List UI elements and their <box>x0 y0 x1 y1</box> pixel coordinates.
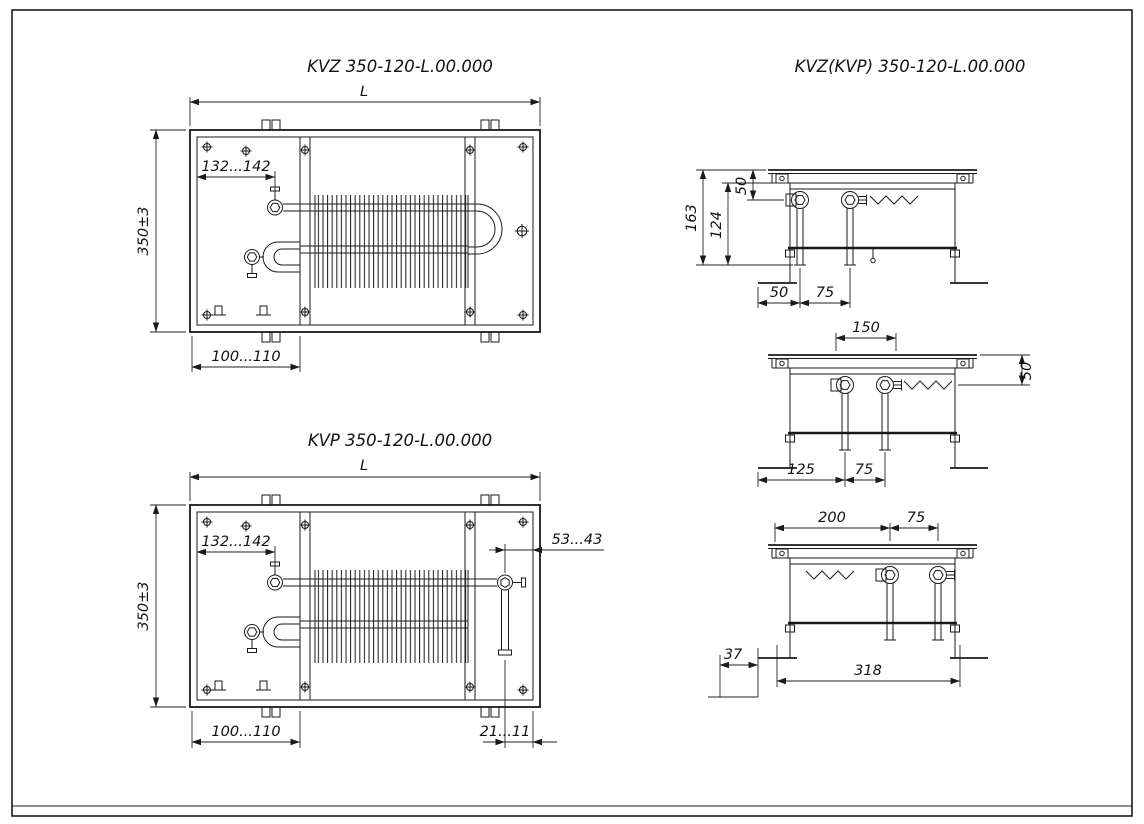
return-valve <box>244 624 260 653</box>
valve-b <box>929 566 955 584</box>
valve-a <box>785 191 809 209</box>
s1-bottom-b-label: 75 <box>816 285 834 301</box>
sections-title: KVZ(KVP) 350-120-L.00.000 <box>795 57 1026 76</box>
valve-a <box>875 566 899 584</box>
connection-pipe <box>843 208 857 266</box>
screw-mark <box>464 144 476 156</box>
s1-bottom-a-label: 50 <box>770 285 788 301</box>
s3-bottom-b-label: 318 <box>854 663 882 679</box>
kvz-dim-height-label: 350±3 <box>136 206 152 255</box>
section-1: 163 124 50 50 75 <box>684 168 990 308</box>
screw-mark <box>514 223 530 239</box>
section-chassis <box>756 543 990 660</box>
kvp-dim-length-label: L <box>360 458 368 474</box>
s3-bottom-a-label: 37 <box>724 647 743 663</box>
valve-b <box>876 376 902 394</box>
anchor-bracket <box>255 680 272 691</box>
s2-bottom-b-label: 75 <box>855 462 873 478</box>
kvp-dim-right-label: 53...43 <box>552 532 603 548</box>
section-2: 150 50 125 75 <box>756 320 1035 487</box>
kvz-heat-exchanger <box>244 186 503 288</box>
connection-pipe <box>838 393 852 451</box>
mounting-tab <box>480 494 500 506</box>
screw-mark <box>517 141 529 153</box>
screw-mark <box>464 306 476 318</box>
anchor-bracket <box>210 680 227 691</box>
screw-mark <box>299 681 311 693</box>
kvz-dim-bottom-label: 100...110 <box>211 349 280 365</box>
screw-mark <box>299 144 311 156</box>
screw-mark <box>464 681 476 693</box>
s1-depth-body-label: 124 <box>709 211 725 239</box>
screw-mark <box>517 516 529 528</box>
mounting-tab <box>261 119 281 131</box>
section-chassis <box>756 353 990 470</box>
kvp-dim-bottom-right-label: 21...11 <box>480 724 531 740</box>
mounting-tab <box>261 706 281 718</box>
mounting-tab <box>261 331 281 343</box>
fin-block <box>315 570 468 663</box>
anchor-bracket <box>255 305 272 316</box>
mounting-tab <box>480 331 500 343</box>
section-chassis <box>756 168 990 285</box>
connection-pipe <box>931 583 945 641</box>
kvz-dim-inlet-label: 132...142 <box>201 159 270 175</box>
screw-mark <box>201 684 213 696</box>
kvp-dim-bottom-label: 100...110 <box>211 724 280 740</box>
screw-mark <box>240 520 252 532</box>
side-valve <box>497 574 526 591</box>
screw-mark <box>201 141 213 153</box>
sheet-frame <box>11 9 1133 817</box>
casing-wave <box>805 570 855 580</box>
casing-wave <box>903 380 953 390</box>
mounting-tab <box>261 494 281 506</box>
kvp-title: KVP 350-120-L.00.000 <box>308 431 492 450</box>
section-3-dimensions: 200 75 37 318 <box>708 510 961 698</box>
mounting-tab <box>480 119 500 131</box>
s3-top-b-label: 75 <box>907 510 925 526</box>
kvp-dimensions: L 350±3 132...142 53...43 100...110 21..… <box>136 458 604 748</box>
screw-mark <box>201 309 213 321</box>
connection-pipe <box>878 393 892 451</box>
valve-b <box>841 191 867 209</box>
anchor-bracket <box>210 305 227 316</box>
screw-mark <box>240 145 252 157</box>
s2-bottom-a-label: 125 <box>787 462 815 478</box>
screw-mark <box>517 684 529 696</box>
screw-mark <box>201 516 213 528</box>
kvp-body <box>189 494 541 718</box>
kvp-dim-height-label: 350±3 <box>136 581 152 630</box>
kvp-plan-view: KVP 350-120-L.00.000 <box>136 431 604 748</box>
fin-block <box>315 195 468 288</box>
kvz-dim-length-label: L <box>360 84 368 100</box>
return-valve <box>244 249 260 278</box>
section-1-dimensions: 163 124 50 50 75 <box>684 169 851 308</box>
valve-a <box>830 376 854 394</box>
s2-right-offset-label: 50 <box>1019 362 1035 380</box>
kvz-plan-view: KVZ 350-120-L.00.000 <box>136 57 541 372</box>
section-views: KVZ(KVP) 350-120-L.00.000 163 124 50 <box>684 57 1035 698</box>
s3-top-a-label: 200 <box>818 510 846 526</box>
s2-top-span-label: 150 <box>852 320 880 336</box>
section-3: 200 75 37 318 <box>708 510 990 698</box>
connection-pipe <box>793 208 807 266</box>
screw-mark <box>299 306 311 318</box>
screw-mark <box>517 309 529 321</box>
s1-depth-total-label: 163 <box>684 204 700 232</box>
screw-mark <box>299 519 311 531</box>
section-2-dimensions: 150 50 125 75 <box>757 320 1035 487</box>
screw-mark <box>464 519 476 531</box>
kvz-title: KVZ 350-120-L.00.000 <box>307 57 493 76</box>
kvp-heat-exchanger <box>244 561 526 663</box>
mounting-tab <box>480 706 500 718</box>
s1-top-offset-label: 50 <box>734 177 750 195</box>
connection-pipe <box>883 583 897 641</box>
casing-wave <box>869 195 919 205</box>
kvp-dim-inlet-label: 132...142 <box>201 534 270 550</box>
kvz-dimensions: L 350±3 132...142 100...110 <box>136 84 541 372</box>
